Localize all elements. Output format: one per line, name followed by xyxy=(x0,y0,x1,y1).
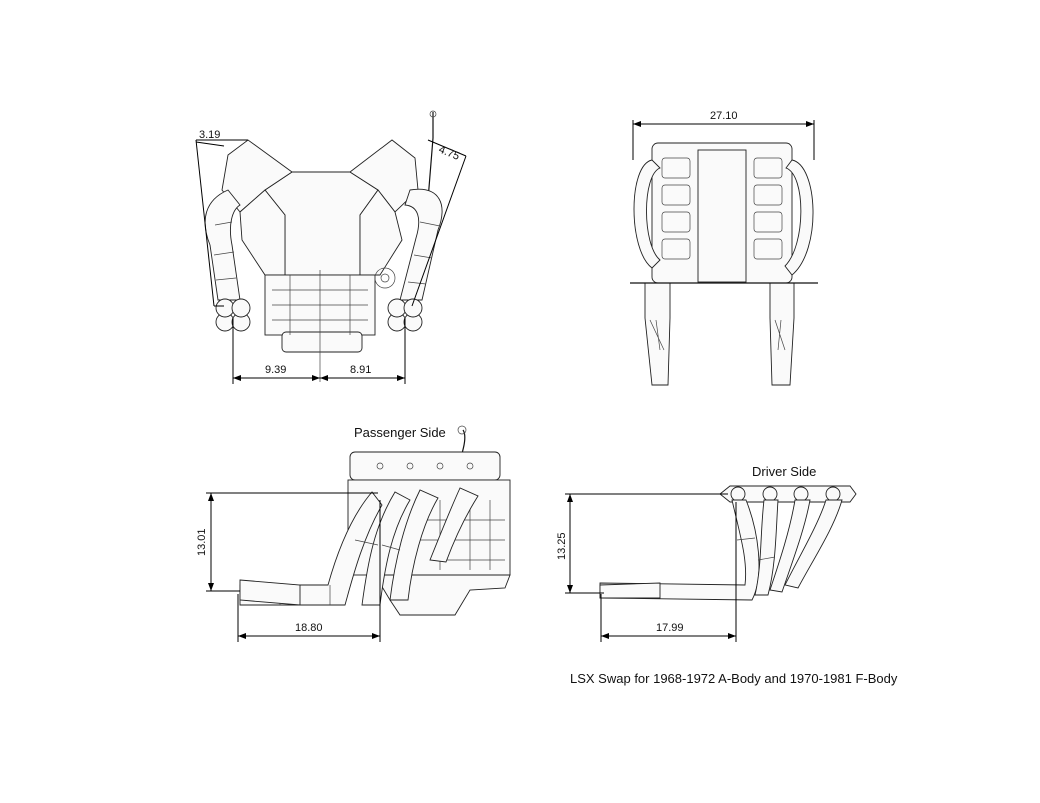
dim-passenger-height: 13.01 xyxy=(196,528,208,556)
dim-passenger-length: 18.80 xyxy=(295,622,323,634)
dim-top-width: 27.10 xyxy=(710,110,738,122)
front-view: 3.19 4.75 9.39 8.91 xyxy=(195,110,467,384)
top-intake xyxy=(697,149,747,283)
dim-front-right-offset: 8.91 xyxy=(350,364,371,376)
top-left-downpipe xyxy=(644,282,671,386)
passenger-header-tubes xyxy=(239,491,383,606)
drawing-caption: LSX Swap for 1968-1972 A-Body and 1970-1… xyxy=(570,671,898,686)
passenger-side-view: Passenger Side 13.01 18.80 xyxy=(196,425,511,642)
front-oil-pan xyxy=(281,331,363,353)
front-left-header xyxy=(204,189,241,301)
driver-header-flange xyxy=(719,485,857,503)
front-right-bank xyxy=(359,189,403,276)
driver-side-view: Driver Side 13.25 17.99 xyxy=(556,464,857,642)
top-view: 27.10 xyxy=(630,110,818,386)
top-right-downpipe xyxy=(769,282,795,386)
passenger-side-label: Passenger Side xyxy=(354,425,446,440)
driver-side-label: Driver Side xyxy=(752,464,816,479)
dim-front-right-angle: 4.75 xyxy=(437,144,461,163)
dim-front-left-offset: 9.39 xyxy=(265,364,286,376)
passenger-valve-cover xyxy=(349,451,501,481)
dim-driver-length: 17.99 xyxy=(656,622,684,634)
dim-driver-height: 13.25 xyxy=(556,532,568,560)
dim-front-left-angle: 3.19 xyxy=(199,129,220,141)
